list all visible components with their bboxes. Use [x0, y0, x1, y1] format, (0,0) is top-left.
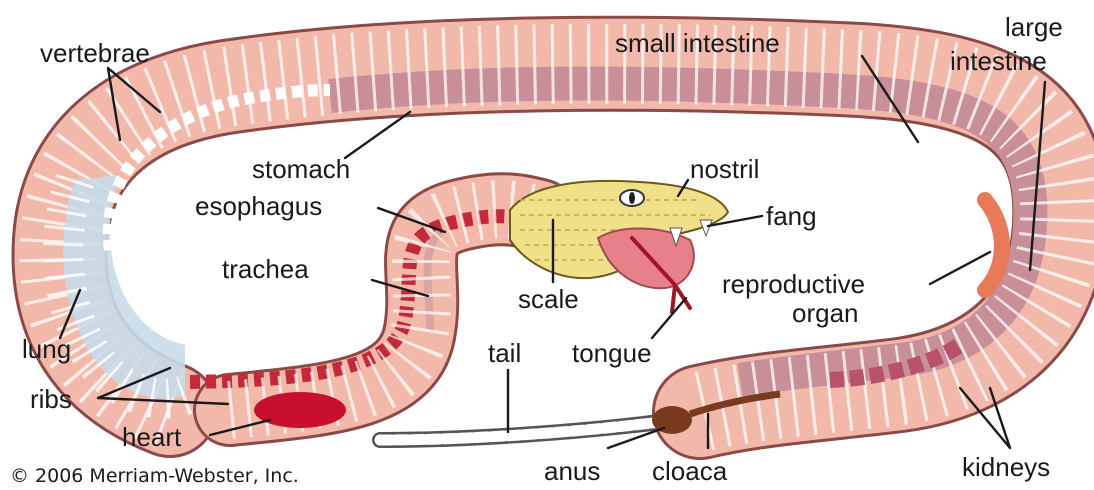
label-anus: anus — [544, 456, 600, 486]
eye-pupil — [629, 192, 635, 204]
label-large-intestine-line1: large — [1005, 12, 1063, 42]
label-nostril: nostril — [690, 154, 759, 184]
label-lung: lung — [22, 334, 71, 364]
label-cloaca: cloaca — [652, 456, 728, 486]
label-heart: heart — [122, 422, 182, 452]
copyright-notice: © 2006 Merriam-Webster, Inc. — [10, 465, 299, 487]
mouth-inside — [598, 228, 694, 288]
reproductive-organ-leader — [930, 252, 990, 284]
label-tongue: tongue — [572, 338, 652, 368]
label-fang: fang — [766, 201, 817, 231]
label-kidneys: kidneys — [962, 452, 1050, 482]
label-stomach: stomach — [252, 154, 350, 184]
label-esophagus: esophagus — [195, 191, 322, 221]
reproductive-organ — [985, 200, 1002, 290]
label-scale: scale — [518, 284, 579, 314]
label-trachea: trachea — [222, 254, 309, 284]
heart-organ — [254, 392, 346, 428]
tail-fill — [380, 422, 660, 440]
label-vertebrae: vertebrae — [40, 38, 150, 68]
label-ribs: ribs — [30, 384, 72, 414]
label-reproductive-organ-line1: reproductive — [722, 269, 865, 299]
label-tail: tail — [488, 338, 521, 368]
label-small-intestine: small intestine — [615, 28, 780, 58]
tongue-leader — [652, 298, 686, 338]
label-reproductive-organ-line2: organ — [792, 298, 859, 328]
label-large-intestine-line2: intestine — [950, 46, 1047, 76]
